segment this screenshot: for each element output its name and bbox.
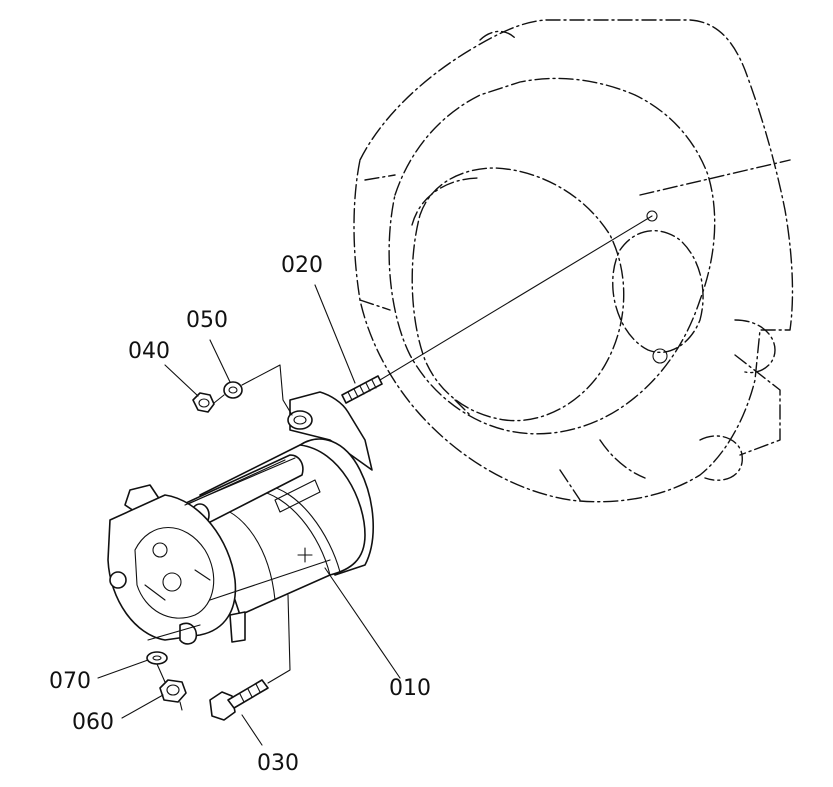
washer-050 <box>223 381 243 399</box>
flywheel-housing-phantom <box>353 19 794 503</box>
callout-010: 010 <box>389 676 431 701</box>
callout-020: 020 <box>281 253 323 278</box>
nut-060 <box>159 679 187 703</box>
leader-010 <box>324 567 401 679</box>
callout-070: 070 <box>49 669 91 694</box>
callout-050: 050 <box>186 308 228 333</box>
stud-020 <box>341 375 383 404</box>
washer-070 <box>146 651 168 665</box>
starter-motor-010 <box>107 391 374 645</box>
leader-040 <box>164 364 199 397</box>
callout-040: 040 <box>128 339 170 364</box>
leader-020 <box>314 284 356 384</box>
leader-060 <box>121 694 164 719</box>
nut-040 <box>192 392 215 413</box>
assembly-lines <box>97 215 653 746</box>
callout-030: 030 <box>257 751 299 776</box>
leader-070 <box>97 659 149 679</box>
callout-060: 060 <box>72 710 114 735</box>
bolt-030 <box>209 679 269 721</box>
leader-030 <box>241 714 263 746</box>
leader-050 <box>209 339 231 383</box>
